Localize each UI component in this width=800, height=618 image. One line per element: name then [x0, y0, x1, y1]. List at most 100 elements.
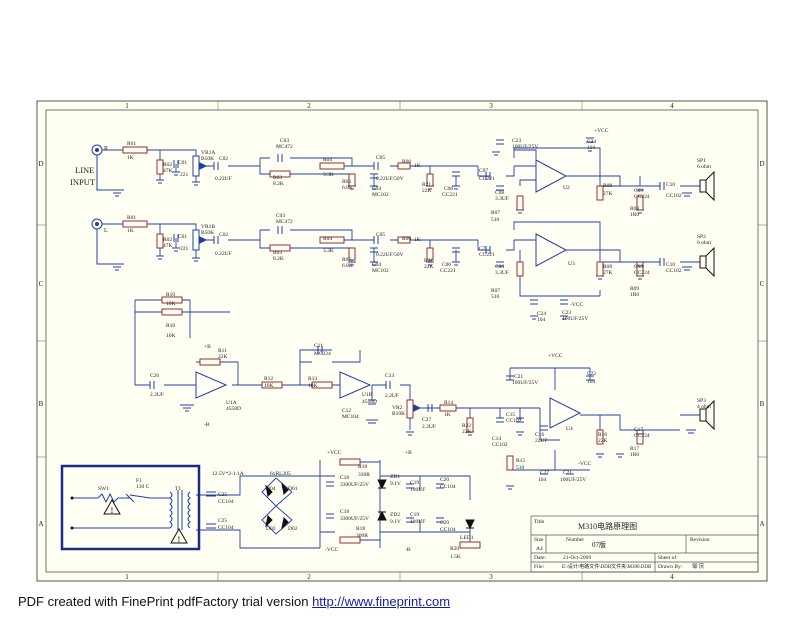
label: 6.8K	[342, 263, 353, 269]
label: R08	[603, 183, 612, 189]
grid-col-1-bottom: 1	[125, 573, 129, 581]
bridge-diode-icon	[265, 482, 289, 530]
label: 510	[491, 294, 500, 300]
label: 4 ohm	[697, 404, 712, 410]
label: VR2	[392, 405, 403, 411]
label: 510	[491, 217, 500, 223]
label: 0.22UF/50V	[376, 176, 404, 182]
grid-row-d-right: D	[759, 160, 764, 168]
label: CC221	[442, 192, 458, 198]
led1-icon	[465, 519, 475, 530]
label: 6xRL205	[270, 471, 291, 477]
label: 0.22UF	[215, 251, 232, 257]
label: 1K	[444, 412, 451, 418]
label: C21	[563, 470, 572, 476]
label: R18	[358, 464, 367, 470]
label: R14	[444, 400, 453, 406]
grid-row-c: C	[39, 280, 44, 288]
label: 2.2UF	[422, 424, 436, 430]
footer-text: PDF created with FinePrint pdfFactory tr…	[18, 594, 313, 609]
label: C09	[634, 188, 643, 194]
label: 10K	[166, 301, 176, 307]
label: U3	[568, 261, 575, 267]
opamp-u3	[535, 233, 568, 267]
grid-col-2-bottom: 2	[307, 573, 311, 581]
title-block	[530, 515, 759, 573]
warning-icon	[103, 498, 121, 515]
number-value: 07版	[592, 540, 606, 549]
label: CC221	[479, 176, 495, 182]
label: C17	[634, 427, 643, 433]
label: 221	[180, 246, 189, 252]
label: 6.8K	[342, 185, 353, 191]
label: 100UF	[410, 519, 425, 525]
input-label-r: R	[104, 146, 108, 152]
label: R02	[163, 237, 172, 243]
label: C27	[422, 417, 431, 423]
label: C21	[514, 374, 523, 380]
label: SW1	[98, 486, 109, 492]
label: R07	[491, 288, 500, 294]
label: 0.22UF/50V	[376, 252, 404, 258]
label: CC102	[666, 268, 682, 274]
label: C25	[218, 518, 227, 524]
label: C05	[376, 232, 385, 238]
date-label: Date:	[534, 555, 546, 561]
label: R08	[603, 264, 612, 270]
size-value: A4	[536, 546, 543, 552]
label: 104	[538, 477, 547, 483]
label: T1	[175, 486, 181, 492]
label: U1A	[226, 400, 237, 406]
label: CC102	[506, 418, 522, 424]
label: CC221	[479, 252, 495, 258]
grid-col-3: 3	[489, 102, 493, 110]
label: -VCC	[325, 547, 338, 553]
label: C09	[634, 264, 643, 270]
label: CC102	[492, 442, 508, 448]
warning-icons: ! !	[70, 496, 188, 544]
label: C24	[537, 311, 546, 317]
speaker-sp1-icon	[699, 170, 715, 202]
label: 47K	[163, 243, 173, 249]
grid-row-b: B	[39, 400, 44, 408]
label: 22K	[218, 354, 228, 360]
zener-zd2-icon	[377, 510, 387, 521]
label: C02	[219, 156, 228, 162]
label: C07	[479, 168, 488, 174]
label: R11	[218, 348, 227, 354]
label: 1R0	[630, 212, 639, 218]
label: 100UF/25V	[512, 144, 538, 150]
label: MC104	[342, 414, 359, 420]
label: B50K	[201, 156, 214, 162]
label: CC104	[440, 527, 456, 533]
label: CC224	[634, 433, 650, 439]
label: +B	[405, 450, 412, 456]
label: C01	[178, 234, 187, 240]
label: C08	[495, 264, 504, 270]
label: ZD2	[390, 512, 400, 518]
label: 12.5V*2-1.1A	[212, 471, 244, 477]
inner-frame	[45, 109, 759, 573]
label: 1K	[127, 155, 134, 161]
label: 1K	[127, 228, 134, 234]
label: 100UF/25V	[560, 477, 586, 483]
label: R04	[323, 157, 332, 163]
input-title-line: LINE	[75, 165, 94, 175]
file-label: File:	[534, 564, 545, 570]
sheet-label: Sheet of	[658, 554, 676, 561]
label: 130 C	[136, 484, 150, 490]
title-label: Title	[534, 519, 545, 525]
svg-text:!: !	[111, 506, 114, 515]
grid-col-3-bottom: 3	[489, 573, 493, 581]
label: C04	[372, 186, 381, 192]
footer-link[interactable]: http://www.fineprint.com	[312, 594, 451, 609]
label: 1.5K	[450, 554, 461, 560]
label: 3.3K	[323, 172, 334, 178]
label: MC102	[372, 192, 389, 198]
label: 22K	[598, 438, 608, 444]
label: CC104	[218, 525, 234, 531]
input-title-input: INPUT	[70, 177, 96, 187]
label: R06	[402, 159, 411, 165]
label: 4558D	[226, 406, 241, 412]
speakers	[699, 170, 715, 431]
